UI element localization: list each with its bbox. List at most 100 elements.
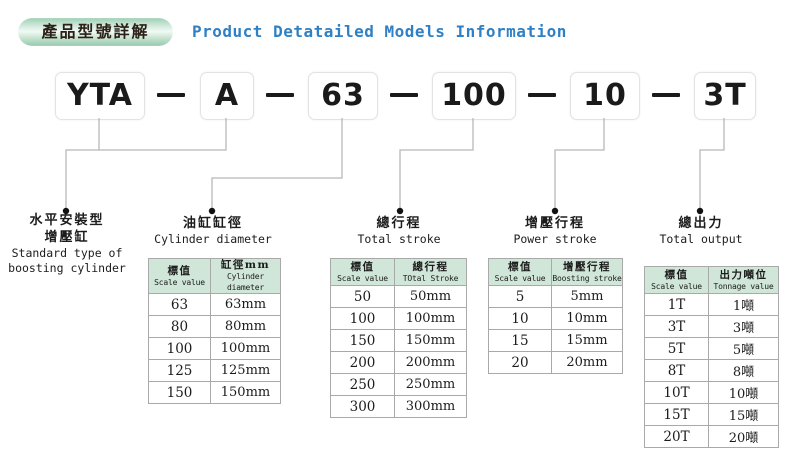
table-row: 250 250mm	[330, 373, 467, 396]
table-row: 15 15mm	[488, 329, 623, 352]
section-label-power-stroke: 增壓行程 Power stroke	[494, 215, 616, 247]
table-row: 150 150mm	[330, 329, 467, 352]
title-badge-label: 產品型號詳解	[41, 22, 150, 41]
header-cn: 標值	[167, 264, 192, 277]
table-row: 5T 5噸	[644, 337, 779, 360]
table-cell-value: 63mm	[210, 293, 281, 316]
table-cell-value: 250mm	[394, 373, 467, 396]
table-head: 標值 Scale value 出力噸位 Tonnage value	[644, 266, 779, 294]
header-cn: 增壓行程	[563, 260, 611, 273]
table-cell-scale: 8T	[644, 359, 709, 382]
table-cell-scale: 250	[330, 373, 395, 396]
table-cell-value: 15mm	[551, 329, 623, 352]
table-row: 1T 1噸	[644, 293, 779, 316]
table-cell-scale: 100	[148, 337, 211, 360]
code-box-6[interactable]: 3T	[694, 72, 756, 120]
table-header-cell: 標值 Scale value	[644, 266, 709, 294]
table-header-cell: 總行程 TOtal Stroke	[394, 258, 467, 286]
section-label-mounting-en-2: boosting cylinder	[8, 261, 126, 275]
table-header-cell: 增壓行程 Boosting stroke	[551, 258, 623, 286]
table-cell-scale: 200	[330, 351, 395, 374]
table-cell-value: 150mm	[394, 329, 467, 352]
table-cell-value: 8噸	[708, 359, 779, 382]
table-cell-value: 5噸	[708, 337, 779, 360]
table-row: 80 80mm	[148, 315, 281, 338]
code-box-1[interactable]: YTA	[55, 72, 145, 120]
table-cell-value: 20噸	[708, 425, 779, 448]
page-title: Product Detatailed Models Information	[192, 22, 567, 41]
table-row: 8T 8噸	[644, 359, 779, 382]
table-row: 150 150mm	[148, 381, 281, 404]
section-label-power-stroke-cn: 增壓行程	[524, 216, 585, 231]
code-box-2[interactable]: A	[200, 72, 254, 120]
table-row: 200 200mm	[330, 351, 467, 374]
table-header-cell: 標值 Scale value	[488, 258, 552, 286]
table-row: 10 10mm	[488, 307, 623, 330]
table-row: 5 5mm	[488, 285, 623, 308]
table-header-cell: 缸徑mm Cylinder diameter	[210, 258, 281, 294]
code-separator-3	[390, 93, 418, 97]
code-box-3[interactable]: 63	[308, 72, 378, 120]
leader-line-mounting-branch	[99, 118, 227, 151]
table-header-row: 標值 Scale value 出力噸位 Tonnage value	[644, 266, 779, 294]
table-cell-scale: 80	[148, 315, 211, 338]
table-total-output: 標值 Scale value 出力噸位 Tonnage value 1T 1噸 …	[644, 266, 779, 448]
table-row: 100 100mm	[330, 307, 467, 330]
table-head: 標值 Scale value 總行程 TOtal Stroke	[330, 258, 467, 286]
table-header-row: 標值 Scale value 缸徑mm Cylinder diameter	[148, 258, 281, 294]
table-cell-scale: 5	[488, 285, 552, 308]
table-cell-value: 125mm	[210, 359, 281, 382]
table-row: 10T 10噸	[644, 381, 779, 404]
table-cell-value: 300mm	[394, 395, 467, 418]
table-cell-scale: 125	[148, 359, 211, 382]
table-cell-value: 3噸	[708, 315, 779, 338]
table-header-row: 標值 Scale value 增壓行程 Boosting stroke	[488, 258, 623, 286]
section-label-cylinder-diameter: 油缸缸徑 Cylinder diameter	[152, 215, 274, 247]
table-row: 15T 15噸	[644, 403, 779, 426]
table-cell-value: 15噸	[708, 403, 779, 426]
leader-line-cylinder-diameter	[211, 118, 343, 210]
table-row: 50 50mm	[330, 285, 467, 308]
table-header-cell: 出力噸位 Tonnage value	[708, 266, 779, 294]
header-cn: 缸徑mm	[220, 259, 271, 271]
leader-line-mounting	[65, 118, 100, 210]
header-en: Scale value	[494, 273, 546, 283]
section-label-cylinder-diameter-en: Cylinder diameter	[154, 232, 272, 246]
table-power-stroke: 標值 Scale value 增壓行程 Boosting stroke 5 5m…	[488, 258, 623, 374]
table-body: 50 50mm 100 100mm 150 150mm 200 200mm 25…	[330, 285, 467, 418]
table-cell-scale: 5T	[644, 337, 709, 360]
header-cn: 出力噸位	[719, 268, 768, 281]
code-box-5[interactable]: 10	[570, 72, 640, 120]
table-cell-scale: 15	[488, 329, 552, 352]
code-box-4[interactable]: 100	[432, 72, 516, 120]
table-body: 5 5mm 10 10mm 15 15mm 20 20mm	[488, 285, 623, 374]
table-row: 100 100mm	[148, 337, 281, 360]
code-separator-1	[157, 93, 185, 97]
table-cell-scale: 15T	[644, 403, 709, 426]
table-cell-scale: 50	[330, 285, 395, 308]
table-cell-value: 5mm	[551, 285, 623, 308]
header-en: Scale value	[154, 277, 205, 287]
table-cell-scale: 20T	[644, 425, 709, 448]
table-cell-scale: 63	[148, 293, 211, 316]
table-cell-value: 1噸	[708, 293, 779, 316]
table-cell-value: 150mm	[210, 381, 281, 404]
section-label-mounting-en-1: Standard type of	[11, 246, 123, 260]
table-body: 63 63mm 80 80mm 100 100mm 125 125mm 150 …	[148, 293, 281, 404]
table-cell-value: 80mm	[210, 315, 281, 338]
section-label-mounting-cn-2: 增壓缸	[44, 230, 90, 245]
section-label-total-output-en: Total output	[659, 232, 743, 246]
table-cell-scale: 150	[148, 381, 211, 404]
table-cell-value: 100mm	[394, 307, 467, 330]
code-separator-2	[266, 93, 294, 97]
table-cell-scale: 100	[330, 307, 395, 330]
header-cn: 標值	[350, 260, 375, 273]
table-cell-scale: 3T	[644, 315, 709, 338]
leader-dot-total-output	[696, 207, 704, 215]
section-label-total-output: 總出力 Total output	[640, 215, 762, 247]
table-cell-scale: 10T	[644, 381, 709, 404]
header-en: Boosting stroke	[552, 273, 622, 283]
table-header-row: 標值 Scale value 總行程 TOtal Stroke	[330, 258, 467, 286]
header-en: Tonnage value	[713, 281, 774, 291]
